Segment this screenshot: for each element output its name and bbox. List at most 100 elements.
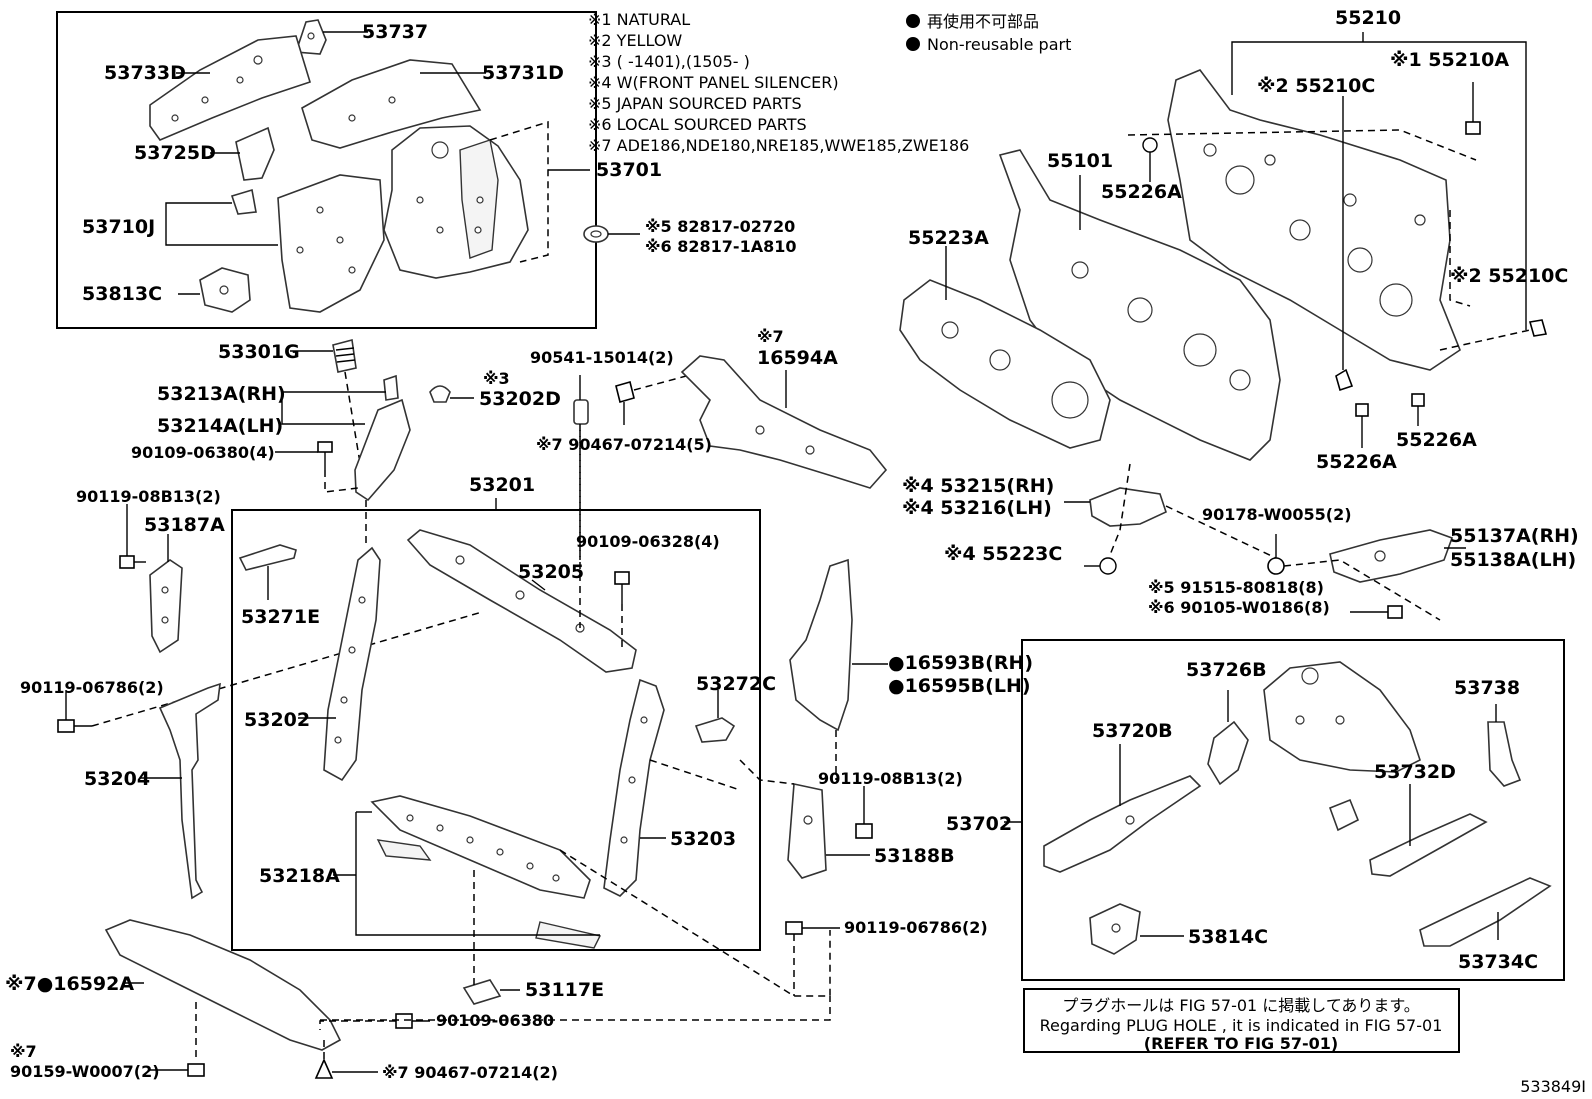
label-53737: 53737 bbox=[362, 21, 428, 43]
label-82817-1a810: ※6 82817-1A810 bbox=[645, 237, 796, 256]
label-55223c: ※4 55223C bbox=[944, 543, 1062, 565]
note-3: ※3 ( -1401),(1505- ) bbox=[588, 52, 750, 71]
label-55138a: 55138A(LH) bbox=[1450, 549, 1576, 571]
part-53215-drawing bbox=[1064, 463, 1281, 561]
part-53187a-drawing bbox=[149, 534, 183, 654]
label-82817-02720: ※5 82817-02720 bbox=[645, 217, 795, 236]
label-16592a: ※7●16592A bbox=[5, 973, 134, 995]
part-53202-drawing bbox=[298, 500, 381, 782]
part-53710j-drawing bbox=[165, 174, 385, 313]
part-53301g-drawing bbox=[290, 338, 363, 476]
part-53205-drawing bbox=[406, 430, 637, 673]
part-53720b-drawing bbox=[1043, 744, 1202, 873]
label-53271e: 53271E bbox=[241, 606, 320, 628]
label-53188b: 53188B bbox=[874, 845, 955, 867]
group-box-53702 bbox=[1021, 639, 1565, 981]
label-90109-06380: 90109-06380 bbox=[436, 1011, 554, 1030]
label-53726b: 53726B bbox=[1186, 659, 1267, 681]
part-53117e-drawing bbox=[462, 870, 520, 1005]
label-90178: 90178-W0055(2) bbox=[1202, 505, 1352, 524]
label-16595b: ●16595B(LH) bbox=[888, 675, 1031, 697]
legend-en: Non-reusable part bbox=[927, 35, 1071, 54]
part-53737-drawing bbox=[294, 19, 368, 55]
label-53216: ※4 53216(LH) bbox=[902, 497, 1052, 519]
label-55210: 55210 bbox=[1335, 7, 1401, 29]
label-53187a: 53187A bbox=[144, 514, 225, 536]
part-55223c-drawing bbox=[1084, 557, 1117, 575]
part-53725d-drawing bbox=[210, 126, 275, 181]
note-4: ※4 W(FRONT PANEL SILENCER) bbox=[588, 73, 839, 92]
bolt-90109-06328-drawing bbox=[614, 571, 630, 650]
label-90105: ※6 90105-W0186(8) bbox=[1148, 598, 1330, 617]
part-53733d-drawing bbox=[149, 35, 311, 141]
part-53726b-drawing bbox=[1207, 690, 1249, 786]
part-53218a-drawing bbox=[333, 795, 602, 949]
label-90119-08b13-b: 90119-08B13(2) bbox=[818, 769, 963, 788]
label-91515: ※5 91515-80818(8) bbox=[1148, 578, 1324, 597]
part-16593b-drawing bbox=[789, 558, 888, 780]
legend-jp: 再使用不可部品 bbox=[927, 12, 1039, 31]
part-53188b-drawing bbox=[649, 759, 870, 879]
label-53215: ※4 53215(RH) bbox=[902, 475, 1054, 497]
part-55226a-c-drawing bbox=[1411, 393, 1425, 426]
notes-block: ※1 NATURAL ※2 YELLOW ※3 ( -1401),(1505- … bbox=[588, 10, 969, 155]
label-53117e: 53117E bbox=[525, 979, 604, 1001]
label-90467-5: ※7 90467-07214(5) bbox=[536, 435, 712, 454]
part-55210-drawing bbox=[1167, 32, 1527, 371]
bolt-90119-06786-a-drawing bbox=[57, 611, 483, 733]
label-55210a: ※1 55210A bbox=[1390, 49, 1509, 71]
dash-bottom bbox=[320, 996, 831, 1021]
dash-55210-top bbox=[1127, 129, 1477, 161]
label-53731d: 53731D bbox=[482, 62, 564, 84]
part-16594a-drawing bbox=[680, 355, 888, 489]
label-53710j: 53710J bbox=[82, 216, 155, 238]
label-90109-06380-4: 90109-06380(4) bbox=[131, 443, 275, 462]
label-16594a-mark: ※7 bbox=[757, 327, 784, 346]
refer-box bbox=[1023, 988, 1460, 1053]
note-5: ※5 JAPAN SOURCED PARTS bbox=[588, 94, 802, 113]
label-53734c: 53734C bbox=[1458, 951, 1538, 973]
clip-90467-5-drawing bbox=[615, 374, 691, 425]
bolt-90109-06380-drawing bbox=[319, 1013, 430, 1030]
label-90159: 90159-W0007(2) bbox=[10, 1062, 160, 1081]
label-53202: 53202 bbox=[244, 709, 310, 731]
refer-en: Regarding PLUG HOLE , it is indicated in… bbox=[1040, 1016, 1443, 1035]
label-53301g: 53301G bbox=[218, 341, 300, 363]
part-55101-drawing bbox=[998, 149, 1281, 461]
label-55137a: 55137A(RH) bbox=[1450, 525, 1579, 547]
label-53702: 53702 bbox=[946, 813, 1012, 835]
label-53202d: 53202D bbox=[479, 388, 561, 410]
label-53201: 53201 bbox=[469, 474, 535, 496]
note-6: ※6 LOCAL SOURCED PARTS bbox=[588, 115, 807, 134]
bolt-90109-06380-4-drawing bbox=[275, 441, 359, 493]
refer-box-text: プラグホールは FIG 57-01 に掲載してあります。 Regarding P… bbox=[1040, 996, 1443, 1053]
label-53738: 53738 bbox=[1454, 677, 1520, 699]
group-box-53701 bbox=[56, 11, 597, 329]
legend: 再使用不可部品 Non-reusable part bbox=[906, 12, 1071, 54]
label-55226a-c: 55226A bbox=[1396, 429, 1477, 451]
label-53204: 53204 bbox=[84, 768, 150, 790]
label-53213a: 53213A(RH) bbox=[157, 383, 286, 405]
label-90119-06786-b: 90119-06786(2) bbox=[844, 918, 988, 937]
part-53702-small-drawing bbox=[1328, 798, 1360, 832]
clip-90541-drawing bbox=[573, 375, 589, 560]
bolt-90119-06786-b-drawing bbox=[785, 921, 840, 996]
label-55210c-a: ※2 55210C bbox=[1257, 75, 1375, 97]
label-90467-2: ※7 90467-07214(2) bbox=[382, 1063, 558, 1082]
label-53725d: 53725D bbox=[134, 142, 216, 164]
part-53814c-drawing bbox=[1089, 903, 1184, 955]
part-53204-drawing bbox=[140, 682, 221, 900]
legend-dot-icon bbox=[906, 14, 920, 28]
part-53813c-drawing bbox=[178, 267, 251, 313]
bolt-90119-08b13-b-drawing bbox=[855, 786, 873, 839]
clip-90467-2-drawing bbox=[314, 1040, 378, 1079]
label-53701: 53701 bbox=[596, 159, 662, 181]
label-53720b: 53720B bbox=[1092, 720, 1173, 742]
part-55210c-b-drawing bbox=[1528, 319, 1548, 337]
part-82817-drawing bbox=[583, 225, 640, 243]
part-53271e-drawing bbox=[238, 544, 297, 600]
label-55210c-b: ※2 55210C bbox=[1450, 265, 1568, 287]
label-90109-06328: 90109-06328(4) bbox=[576, 532, 720, 551]
label-53814c: 53814C bbox=[1188, 926, 1268, 948]
